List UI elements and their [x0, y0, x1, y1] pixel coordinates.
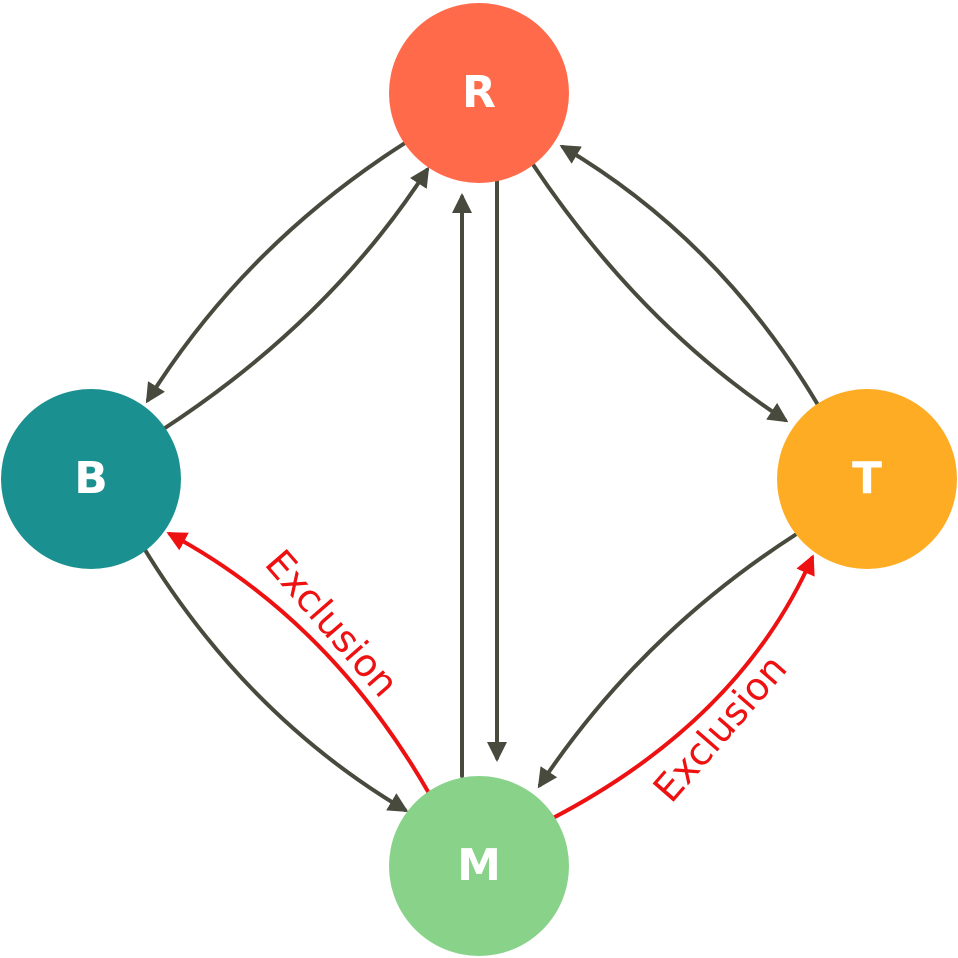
- node-b: B: [1, 389, 181, 569]
- node-t-label: T: [852, 453, 882, 504]
- edge-r-to-t: [530, 161, 789, 423]
- edge-exclusion-m-to-b: [166, 532, 432, 797]
- node-r-label: R: [462, 67, 496, 118]
- node-m-circle: [389, 776, 569, 956]
- node-m: M: [389, 776, 569, 956]
- edge-r-to-b: [145, 141, 407, 404]
- edge-t-to-m: [537, 533, 797, 789]
- edge-b-to-m: [140, 543, 409, 813]
- node-t-circle: [777, 389, 957, 569]
- edge-t-to-r: [559, 144, 820, 407]
- exclusion-label-right: Exclusion: [645, 646, 796, 810]
- edges: [140, 141, 820, 820]
- node-r: R: [389, 3, 569, 183]
- node-r-circle: [389, 3, 569, 183]
- node-t: T: [777, 389, 957, 569]
- exclusion-label-left: Exclusion: [257, 541, 408, 705]
- edge-exclusion-m-to-t: [551, 554, 815, 820]
- edge-b-to-r: [163, 166, 430, 430]
- node-b-circle: [1, 389, 181, 569]
- node-m-label: M: [457, 840, 501, 891]
- node-b-label: B: [74, 453, 108, 504]
